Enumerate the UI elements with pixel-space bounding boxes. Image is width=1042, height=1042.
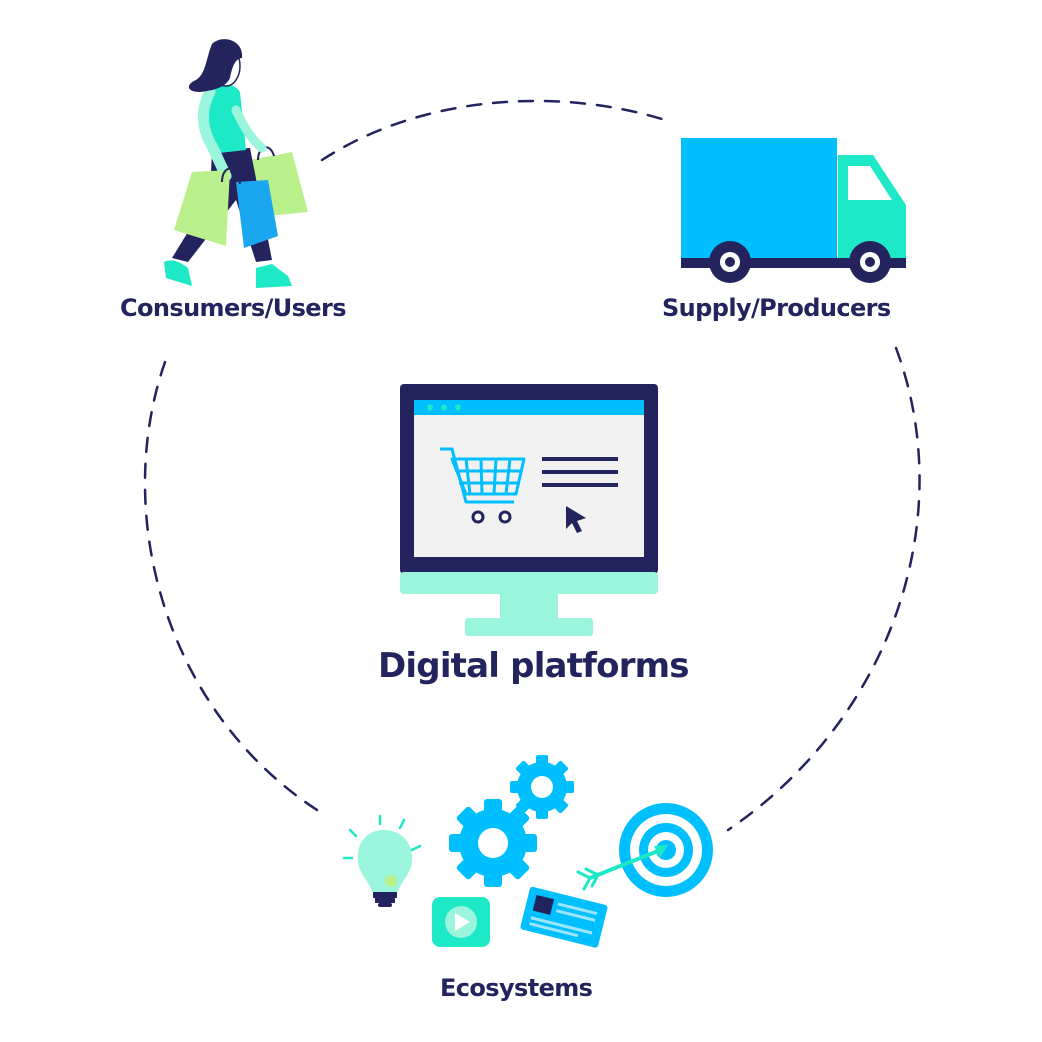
gear-icon xyxy=(449,799,537,887)
id-card-icon xyxy=(520,886,608,948)
lightbulb-icon xyxy=(342,814,422,907)
ecosystem-icons-group xyxy=(342,755,713,948)
shopping-cart-icon xyxy=(440,447,526,504)
connector-consumers-supply xyxy=(320,99,667,162)
mouse-cursor-icon xyxy=(566,506,586,533)
target-icon xyxy=(619,803,713,897)
dashed-connectors xyxy=(143,99,921,832)
video-play-icon xyxy=(432,897,490,947)
connector-consumers-ecosystems xyxy=(143,360,327,817)
delivery-truck-icon xyxy=(681,138,906,283)
node-label-consumers: Consumers/Users xyxy=(120,294,347,322)
node-label-platforms: Digital platforms xyxy=(378,646,690,686)
arrow-icon xyxy=(576,845,668,891)
node-label-supply: Supply/Producers xyxy=(662,294,891,322)
connector-supply-ecosystems xyxy=(726,346,921,832)
computer-monitor-shopping-cart-icon xyxy=(400,384,658,636)
shopper-woman-icon xyxy=(164,39,308,288)
node-label-ecosystems: Ecosystems xyxy=(440,974,593,1002)
small-gear-icon xyxy=(510,755,574,819)
